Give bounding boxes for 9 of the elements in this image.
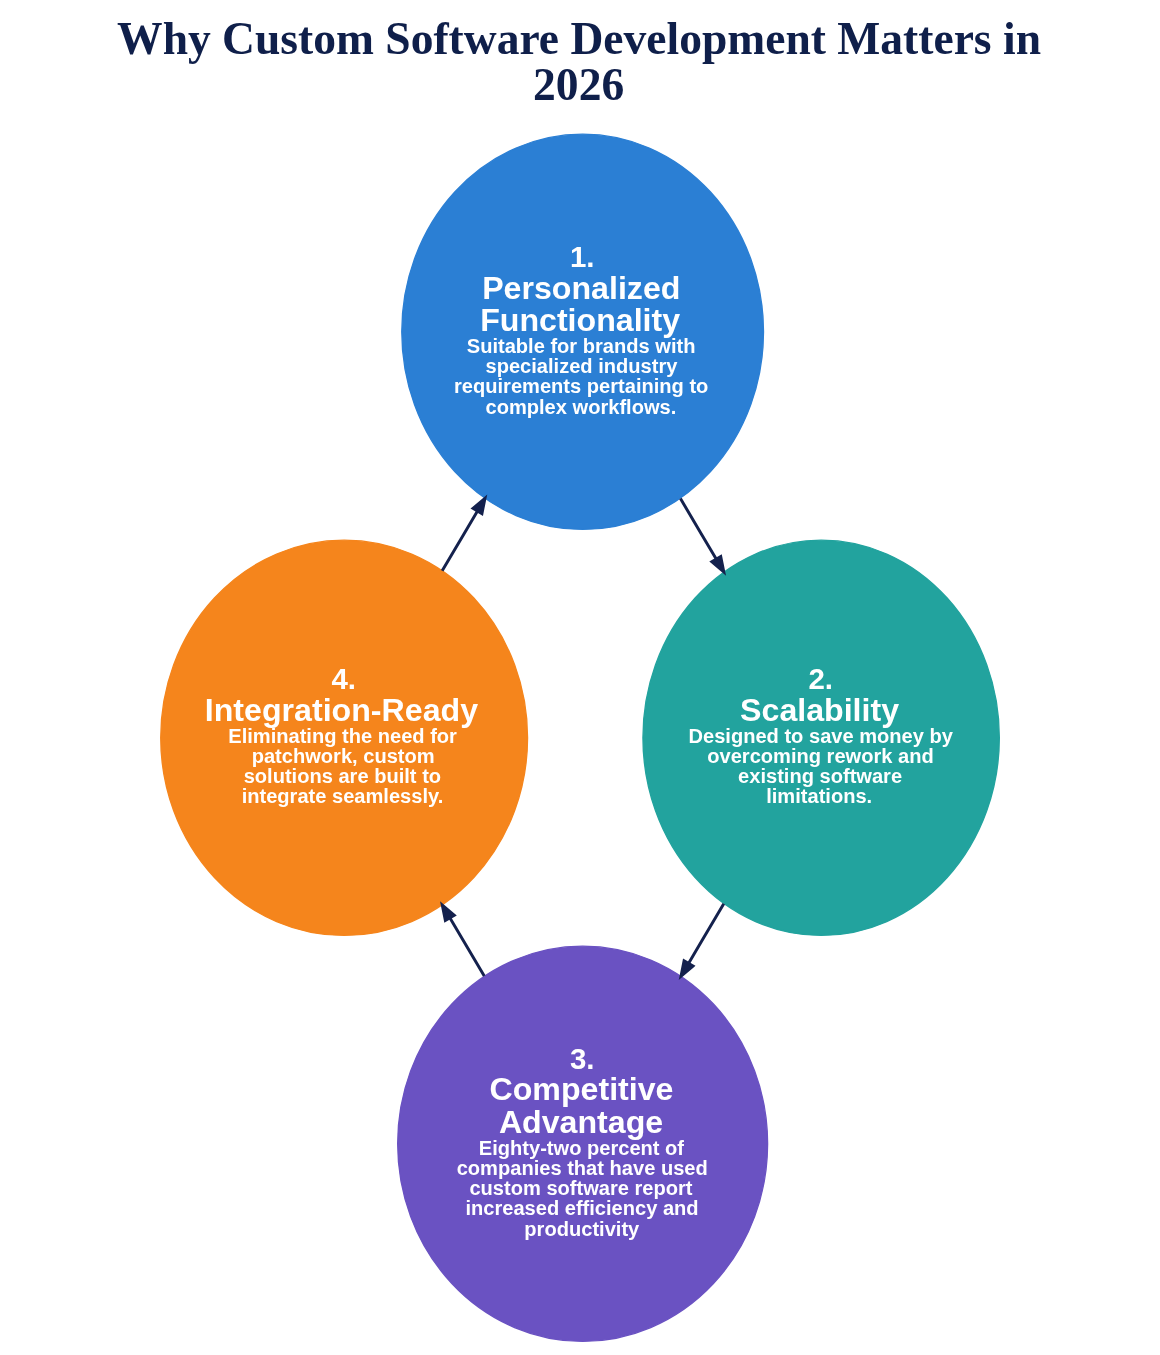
arrow [440,494,488,572]
node-circle: 2. Scalability Designed to save money by overcoming rework and existing software limitations. [642,539,1000,937]
arrow [440,901,486,977]
node-circle: 3. Competitive Advantage Eighty-two percent of companies that have used custom software report increased efficiency and productivity [397,945,769,1343]
node-circle: 4. Integration-Ready Eliminating the need for patchwork, custom solutions are built to integrate seamlessly. [160,539,529,937]
diagram-title: Why Custom Software Development Matters in 2026 [117,13,1041,110]
arrow [678,903,726,980]
node-circle: 1. Personalized Functionality Suitable for brands with specialized industry requirements pertaining to complex workflows. [401,133,765,531]
arrow [679,497,727,576]
